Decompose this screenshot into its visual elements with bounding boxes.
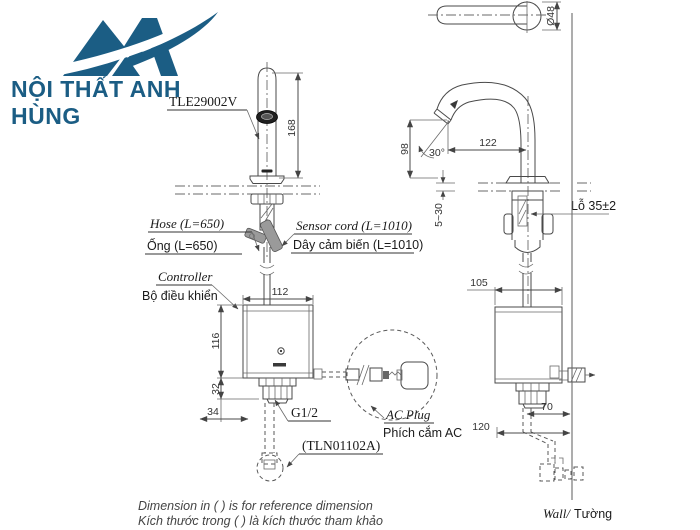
hose-label-vi: Ống (L=650) <box>147 238 218 253</box>
sensor-cord-label-en: Sensor cord (L=1010) <box>296 218 412 233</box>
dim-30deg: 30° <box>429 147 445 159</box>
controller-label-vi: Bộ điều khiển <box>142 289 218 303</box>
dim-deck: 5~30 <box>433 203 445 227</box>
sensor-window <box>261 113 273 120</box>
top-view-spout: Ø48 <box>428 1 561 33</box>
dim-122: 122 <box>479 137 497 149</box>
sensor-cord-callout: Sensor cord (L=1010) Dây cảm biến (L=101… <box>281 218 423 254</box>
dim-112: 112 <box>272 286 289 298</box>
hole-callout: Lỗ 35±2 <box>530 198 616 217</box>
thread-callout: G1/2 <box>274 399 331 422</box>
thread-label: G1/2 <box>291 405 318 420</box>
dim-116: 116 <box>210 332 222 349</box>
reference-note-en: Dimension in ( ) is for reference dimens… <box>138 499 373 513</box>
sensor-cord-label-vi: Dây cảm biến (L=1010) <box>293 238 423 252</box>
controller-front-view: 112 116 32 34 <box>199 286 383 482</box>
svg-text:168: 168 <box>286 119 298 137</box>
callout-model: TLE29002V <box>167 94 260 140</box>
controller-callout: Controller Bộ điều khiển <box>142 269 239 310</box>
dim-32: 32 <box>210 383 222 395</box>
dim-98: 98 <box>399 143 411 155</box>
wall-label-en: Wall/ <box>543 506 571 521</box>
dim-105: 105 <box>470 277 488 289</box>
dim-34: 34 <box>207 406 219 418</box>
stop-valve-label: (TLN01102A) <box>302 438 380 453</box>
power-cord <box>559 367 596 383</box>
front-view-faucet: 168 TLE29002V <box>167 62 320 305</box>
wall-label-vi: Tường <box>574 507 612 521</box>
dim-48: Ø48 <box>545 6 557 26</box>
dim-70: 70 <box>541 401 553 413</box>
model-label: TLE29002V <box>169 94 237 109</box>
hose-label-en: Hose (L=650) <box>149 216 224 231</box>
hose-callout: Hose (L=650) Ống (L=650) <box>145 216 260 255</box>
ac-plug-label-en: AC Plug <box>385 407 431 422</box>
dim-168: 168 <box>272 72 303 179</box>
brand-name: NỘI THẤT ANH HÙNG <box>11 76 181 129</box>
brand-logo-icon <box>42 12 218 78</box>
ac-plug-label-vi: Phích cắm AC <box>383 425 462 440</box>
stop-valve-callout: (TLN01102A) <box>286 438 383 468</box>
spout-sensor-mark <box>450 100 458 109</box>
dim-120: 120 <box>472 421 490 433</box>
side-view-faucet: 30° 122 98 5~30 <box>399 13 616 521</box>
hole-label: Lỗ 35±2 <box>571 198 616 213</box>
reference-note: Dimension in ( ) is for reference dimens… <box>138 499 468 529</box>
ac-plug-detail: AC Plug Phích cắm AC <box>313 329 462 440</box>
controller-label-en: Controller <box>158 269 213 284</box>
reference-note-vi: Kích thước trong ( ) là kích thước tham … <box>138 513 383 528</box>
